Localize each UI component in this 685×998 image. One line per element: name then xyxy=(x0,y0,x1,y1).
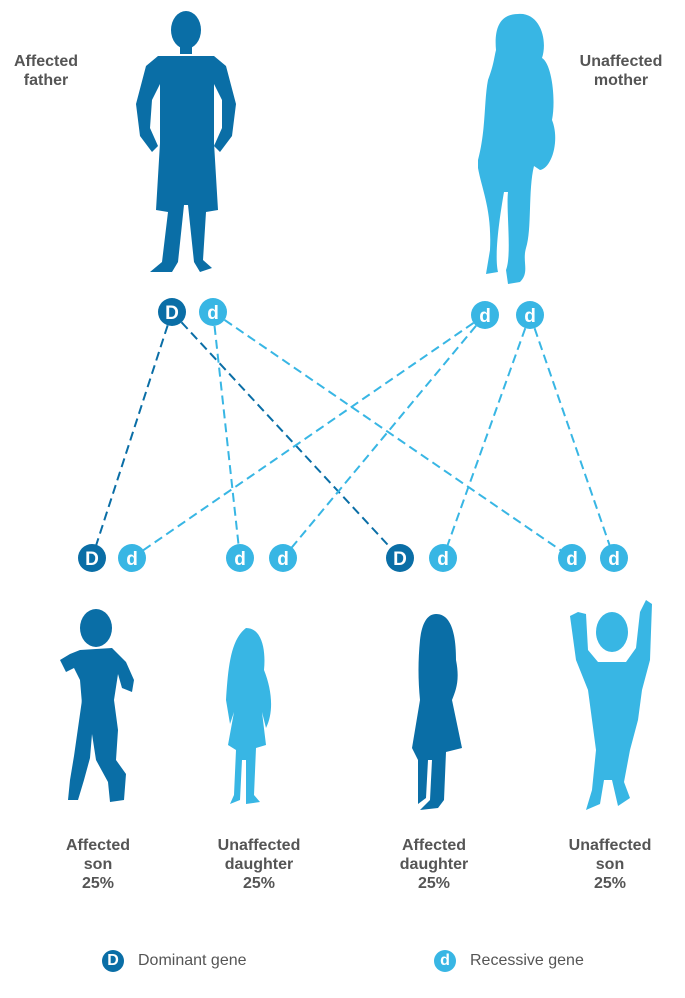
child3-label: Affected daughter 25% xyxy=(382,836,486,893)
mother-label-line2: mother xyxy=(593,72,649,89)
line-father-D-to-child1 xyxy=(91,311,173,559)
child4-label-pct: 25% xyxy=(593,875,627,892)
child3-gene-d: d xyxy=(429,544,457,572)
svg-text:D: D xyxy=(165,303,179,324)
child4-label-line2: son xyxy=(595,856,625,873)
mother-gene-d-2: d xyxy=(516,301,544,329)
legend-dominant-badge: D xyxy=(102,950,124,972)
child2-gene-d-1: d xyxy=(226,544,254,572)
child3-label-line2: daughter xyxy=(399,856,469,873)
mother-label-line1: Unaffected xyxy=(579,53,663,70)
line-father-D-to-child3 xyxy=(171,311,401,559)
child3-gene-D: D xyxy=(386,544,414,572)
svg-text:d: d xyxy=(207,303,219,324)
father-gene-d: d xyxy=(199,298,227,326)
father-silhouette xyxy=(136,11,236,272)
father-label: Affected father xyxy=(0,52,92,90)
line-mother-d2-to-child4 xyxy=(529,314,615,559)
legend-recessive: d Recessive gene xyxy=(434,950,584,972)
svg-text:d: d xyxy=(234,549,246,570)
child2-label-line2: daughter xyxy=(224,856,294,873)
legend-recessive-label: Recessive gene xyxy=(470,952,584,969)
affected-daughter-silhouette xyxy=(412,614,462,810)
svg-text:d: d xyxy=(566,549,578,570)
child1-gene-D: D xyxy=(78,544,106,572)
mother-silhouette xyxy=(478,13,556,284)
child4-gene-d-2: d xyxy=(600,544,628,572)
line-mother-d2-to-child3 xyxy=(442,314,531,559)
child4-label: Unaffected son 25% xyxy=(552,836,668,893)
svg-text:d: d xyxy=(126,549,138,570)
svg-text:d: d xyxy=(608,549,620,570)
line-mother-d1-to-child2 xyxy=(282,314,486,559)
child3-label-line1: Affected xyxy=(401,837,466,854)
line-father-d-to-child2 xyxy=(212,311,241,559)
child1-label-line2: son xyxy=(83,856,113,873)
child4-label-line1: Unaffected xyxy=(568,837,652,854)
father-label-line2: father xyxy=(23,72,69,89)
mother-gene-d-1: d xyxy=(471,301,499,329)
child1-label-pct: 25% xyxy=(81,875,115,892)
father-gene-D: D xyxy=(158,298,186,326)
child2-label-pct: 25% xyxy=(242,875,276,892)
line-father-d-to-child4 xyxy=(212,311,573,559)
svg-text:D: D xyxy=(85,549,99,570)
father-label-line1: Affected xyxy=(13,53,78,70)
mother-label: Unaffected mother xyxy=(570,52,672,90)
line-mother-d1-to-child1 xyxy=(131,314,486,559)
child1-label: Affected son 25% xyxy=(48,836,148,893)
unaffected-son-silhouette xyxy=(570,600,652,810)
unaffected-daughter-silhouette xyxy=(226,628,272,804)
legend-dominant: D Dominant gene xyxy=(102,950,247,972)
svg-text:d: d xyxy=(479,306,491,327)
child2-label: Unaffected daughter 25% xyxy=(200,836,318,893)
legend-recessive-badge: d xyxy=(434,950,456,972)
child1-gene-d: d xyxy=(118,544,146,572)
child3-label-pct: 25% xyxy=(417,875,451,892)
affected-son-silhouette xyxy=(60,609,134,802)
child2-gene-d-2: d xyxy=(269,544,297,572)
svg-text:d: d xyxy=(437,549,449,570)
svg-text:D: D xyxy=(393,549,407,570)
child1-label-line1: Affected xyxy=(65,837,130,854)
child2-label-line1: Unaffected xyxy=(217,837,301,854)
child4-gene-d-1: d xyxy=(558,544,586,572)
svg-text:d: d xyxy=(277,549,289,570)
svg-text:d: d xyxy=(524,306,536,327)
legend-dominant-label: Dominant gene xyxy=(138,952,247,969)
